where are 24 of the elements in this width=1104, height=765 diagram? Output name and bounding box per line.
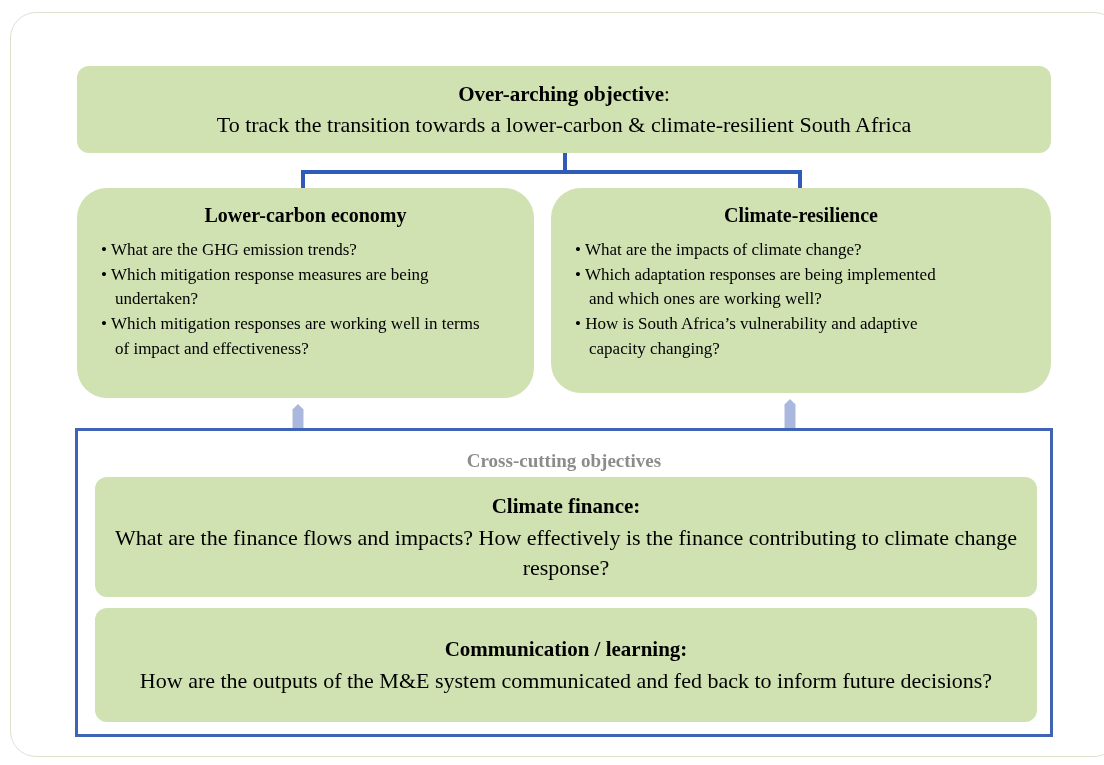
group-heading: Cross-cutting objectives <box>466 449 662 473</box>
objective-box <box>95 608 1037 722</box>
bullet-question: • What are the impacts of climate change? <box>575 239 863 261</box>
objective-box <box>77 188 534 398</box>
group-frame <box>75 428 1053 737</box>
box-heading: Climate finance: <box>491 493 641 520</box>
bullet-question: • Which mitigation response measures are being undertaken? <box>101 263 430 311</box>
box-heading: Lower-carbon economy <box>203 203 408 229</box>
bullet-question: • Which adaptation responses are being implemented and which ones are working well? <box>575 263 937 311</box>
block-arrow <box>784 399 796 428</box>
objective-box <box>77 66 1051 153</box>
box-heading: Communication / learning: <box>444 636 688 664</box>
block-arrow <box>292 404 304 428</box>
objective-box <box>95 477 1037 597</box>
box-text: To track the transition towards a lower-carbon & climate-resilient South Africa <box>216 110 912 139</box>
box-heading: Climate-resilience <box>723 203 879 228</box>
box-text: How are the outputs of the M&E system communicated and fed back to inform future decisions? <box>139 666 993 695</box>
bullet-question: • Which mitigation responses are working well in terms of impact and effectiveness? <box>101 312 480 360</box>
bullet-question: • What are the GHG emission trends? <box>101 239 358 261</box>
bullet-question: • How is South Africa’s vulnerability and adaptive capacity changing? <box>575 312 919 360</box>
objective-box <box>551 188 1051 393</box>
box-text: What are the finance flows and impacts? How effectively is the finance contributing to climate change response? <box>114 523 1018 582</box>
box-heading: Over-arching objective: <box>458 80 670 107</box>
connector-line <box>563 153 802 188</box>
